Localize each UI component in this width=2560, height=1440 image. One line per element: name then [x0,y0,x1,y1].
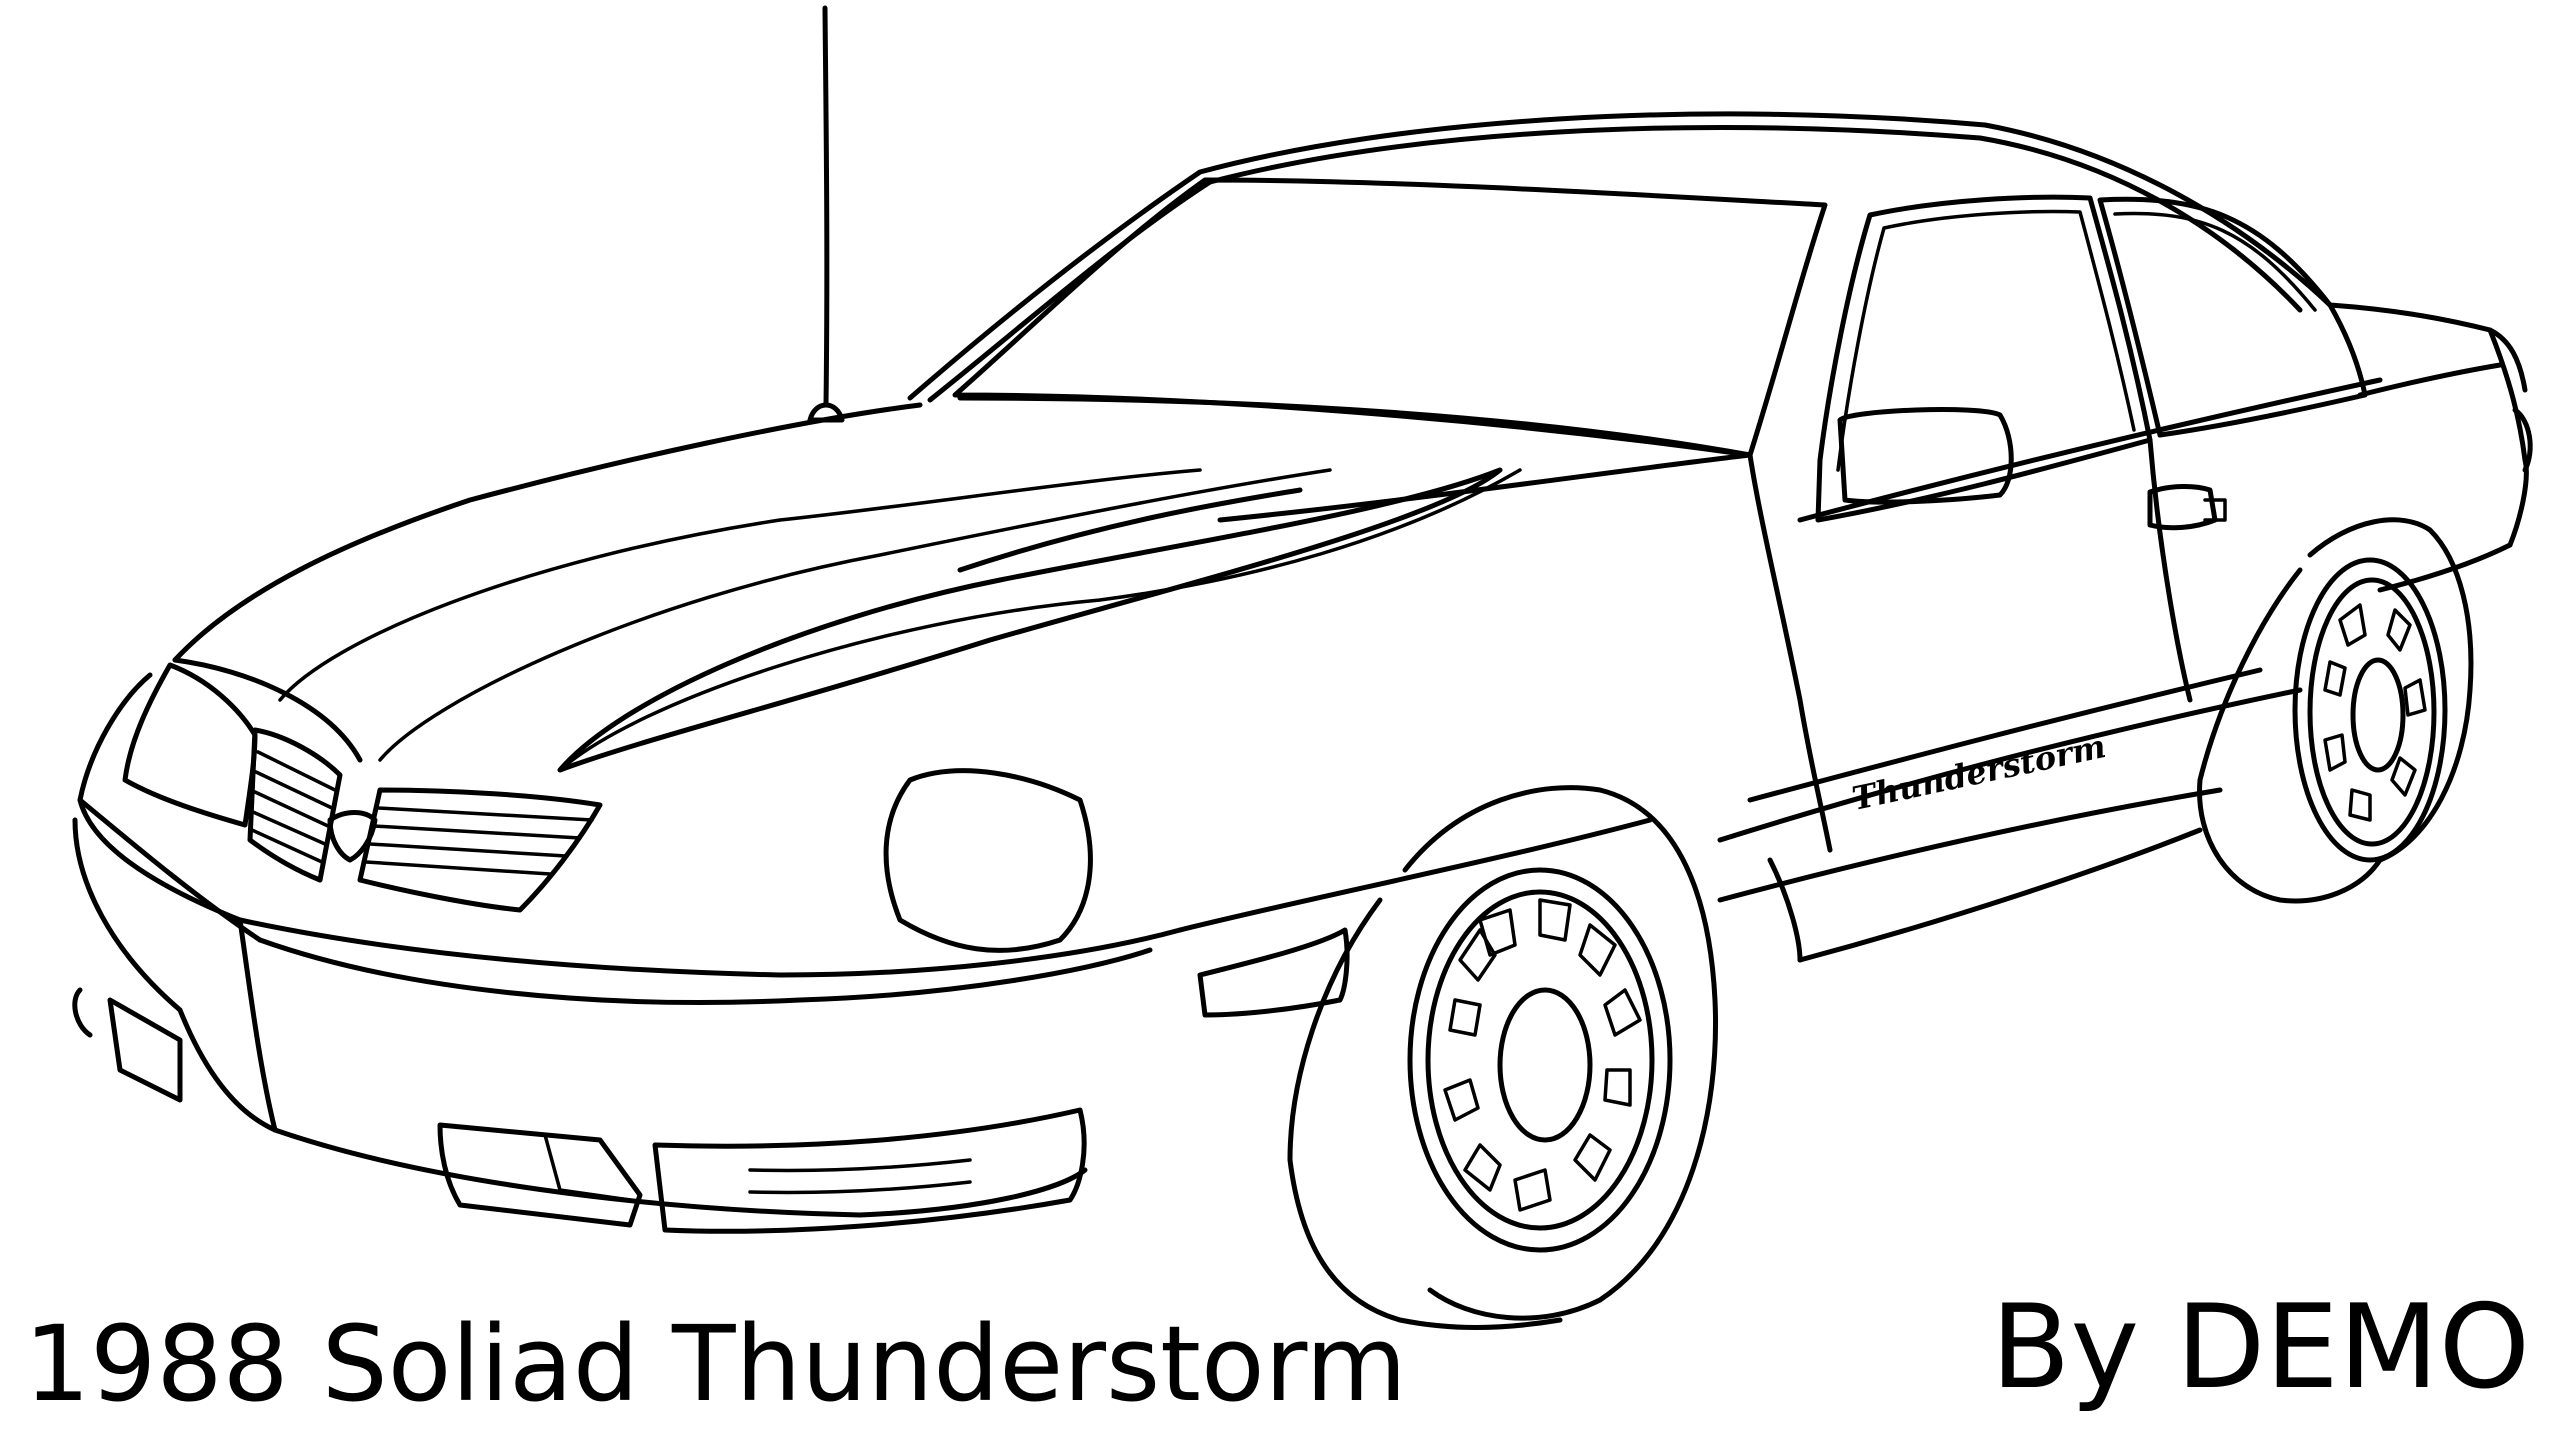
badge-emblem [327,810,378,863]
antenna [807,5,845,423]
body-side [1177,377,2383,963]
rear-body [2327,302,2533,593]
windshield [952,177,1828,458]
side-window-front [1815,194,2153,523]
artist-credit: By DEMO [1990,1280,2530,1415]
hood [172,395,1753,773]
side-marker-front [1197,927,1350,1018]
bumper-openings [437,1107,1087,1234]
front-bumper [72,672,1183,1218]
front-wheel [1287,785,1718,1330]
grille-left [247,727,343,883]
side-window-rear [2097,196,2368,438]
side-mirror [1837,407,2014,505]
headlight-right [883,768,1093,953]
headlight-left [122,662,258,828]
rear-wheel [2197,517,2474,904]
drawing-title: 1988 Soliad Thunderstorm [24,1303,1407,1425]
front-fender [957,452,1833,853]
door-handle [2147,484,2227,531]
grille-right [357,787,603,913]
